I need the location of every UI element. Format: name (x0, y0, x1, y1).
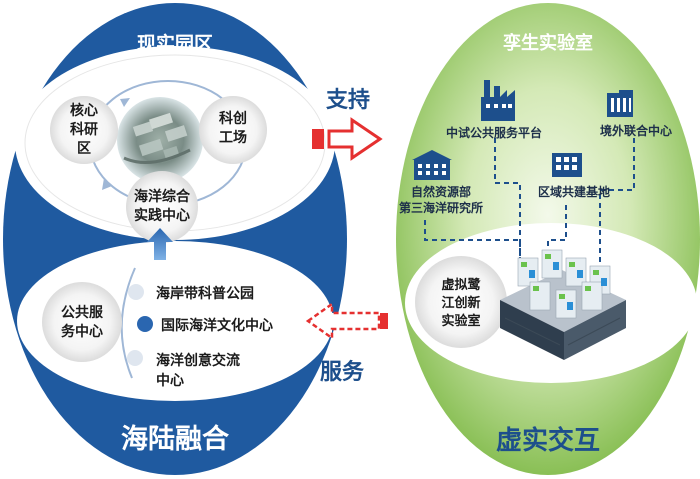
bottom-white-ellipse (17, 241, 333, 401)
campus-buildings (123, 112, 191, 164)
server-cluster-image (500, 249, 626, 360)
right-title: 孪生实验室 (503, 33, 593, 54)
service-item-1: 海岸带科普公园 (156, 286, 254, 302)
support-arrow-icon (312, 117, 383, 161)
service-dot-1 (128, 284, 144, 300)
core-research-label: 核心 科研 区 (70, 102, 98, 157)
practice-node (126, 171, 198, 243)
regional-base-label: 区域共建基地 (538, 185, 611, 199)
right-bottom-title: 虚实交互 (495, 425, 600, 456)
overseas-center-label: 境外联合中心 (600, 124, 673, 138)
service-arrow-icon (305, 301, 388, 341)
left-bottom-title: 海陆融合 (121, 423, 229, 455)
virtual-lab-label: 虚拟鹭 江创新 实验室 (441, 278, 481, 329)
pilot-platform-label: 中试公共服务平台 (446, 126, 543, 140)
left-title: 现实园区 (136, 32, 213, 55)
innovation-node (199, 96, 267, 164)
core-research-node (50, 96, 118, 164)
up-arrow-icon (147, 228, 173, 260)
service-center-label: 公共服 务中心 (61, 305, 103, 340)
factory-icon (481, 80, 515, 121)
service-dot-2 (137, 316, 153, 332)
service-center-circle (42, 282, 122, 362)
service-dot-3 (127, 350, 143, 366)
office-tower-icon (607, 90, 633, 117)
support-label: 支持 (326, 88, 371, 113)
service-item-3: 海洋创意交流 中心 (156, 353, 240, 389)
institute-building-icon (412, 150, 452, 180)
virtual-lab-circle (415, 256, 507, 348)
innovation-label: 科创 工场 (219, 111, 247, 146)
service-item-2: 国际海洋文化中心 (161, 318, 273, 334)
institute-label: 自然资源部 第三海洋研究所 (398, 185, 483, 215)
regional-base-building-icon (552, 153, 582, 177)
service-label: 服务 (320, 360, 365, 385)
practice-center-label: 海洋综合 实践中心 (134, 189, 190, 224)
